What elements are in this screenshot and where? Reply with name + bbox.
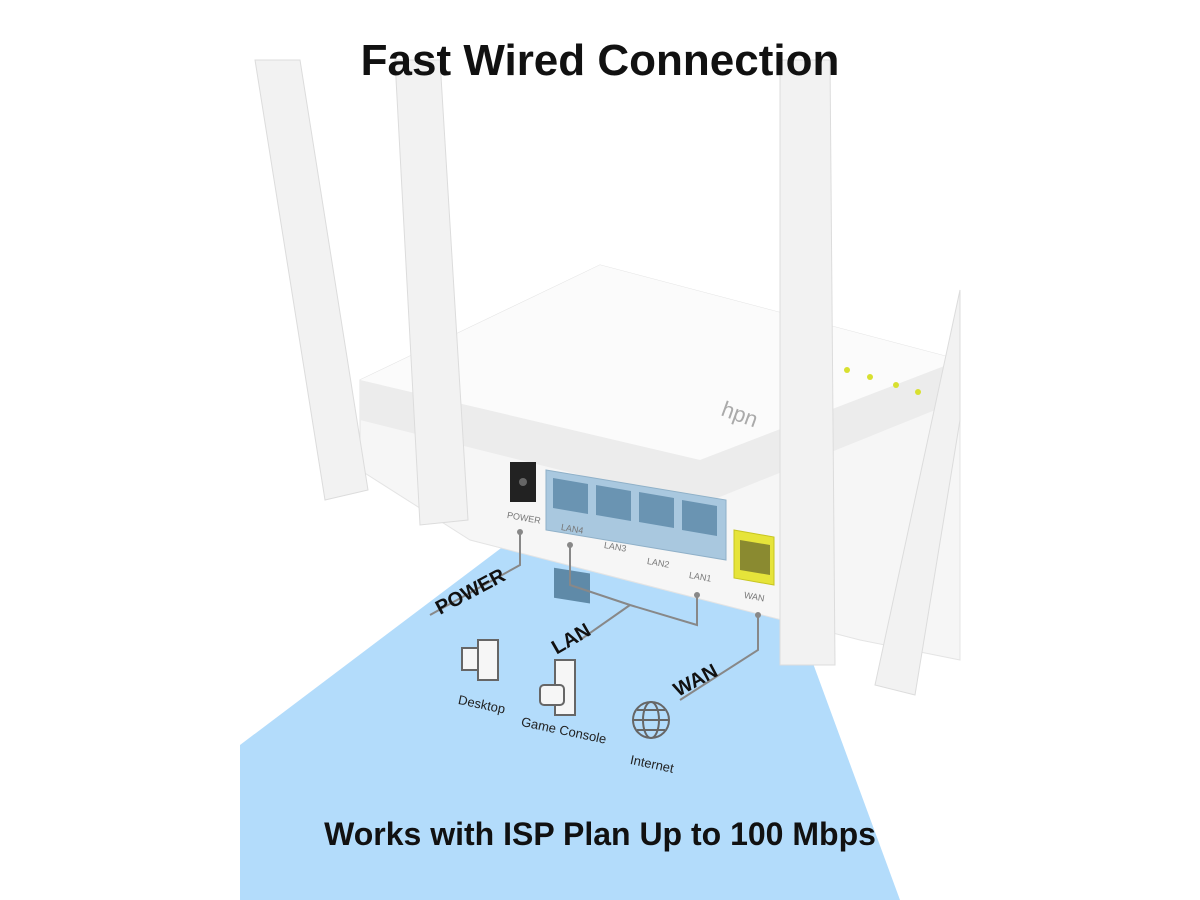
status-leds <box>844 367 921 395</box>
game-console-icon <box>539 659 576 716</box>
antenna <box>254 59 369 501</box>
globe-icon <box>632 701 670 739</box>
antenna <box>779 59 836 666</box>
lan-port-panel <box>545 469 727 561</box>
desktop-icon <box>461 639 499 681</box>
headline: Fast Wired Connection <box>360 36 840 85</box>
antenna <box>394 59 469 526</box>
tagline: Works with ISP Plan Up to 100 Mbps <box>324 816 876 852</box>
antenna <box>874 289 961 696</box>
